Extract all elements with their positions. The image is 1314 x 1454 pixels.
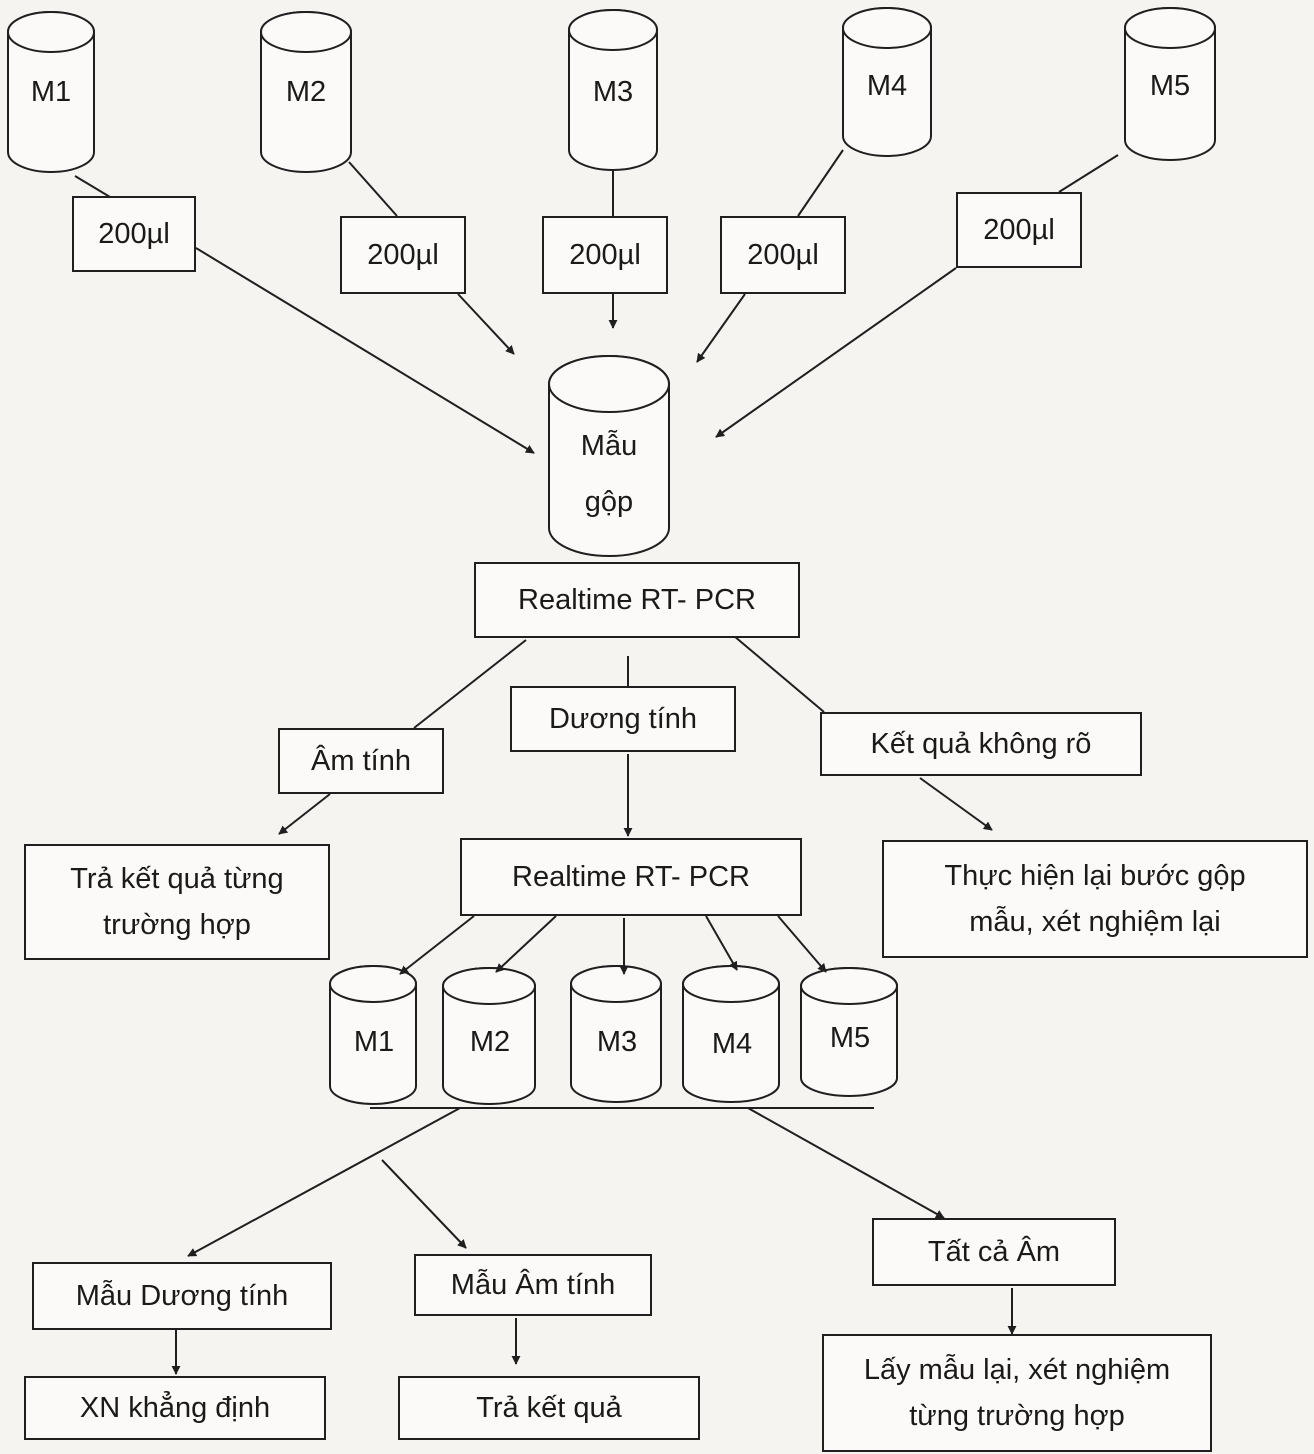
arrow-baseline-allneg [747, 1107, 945, 1219]
individual-label-m3: M3 [596, 1026, 638, 1058]
individual-cylinder-m4 [682, 965, 780, 1103]
individual-cylinder-m5 [800, 967, 898, 1097]
final-return-box: Trả kết quả [398, 1376, 700, 1440]
sample-label-m3: M3 [592, 76, 634, 108]
result-negative-box: Âm tính [278, 728, 444, 794]
individual-cylinder-m2 [442, 967, 536, 1105]
pcr-step-box: Realtime RT- PCR [474, 562, 800, 638]
arrow-pcr2-m2 [495, 915, 557, 973]
arrow-pcr2-m1 [399, 915, 475, 975]
volume-box-m2: 200µl [340, 216, 466, 294]
arrow-baseline-positive [187, 1107, 461, 1257]
arrow-unclear-action [919, 777, 993, 831]
final-confirm-box: XN khẳng định [24, 1376, 326, 1440]
arrow-v1-pooled [195, 247, 535, 454]
pooled-sample-cylinder [548, 355, 670, 557]
individual-label-m4: M4 [711, 1028, 753, 1060]
individual-cylinder-m1 [329, 965, 417, 1105]
pcr-step-2-box: Realtime RT- PCR [460, 838, 802, 916]
connector-pcr-unclear [733, 635, 825, 713]
outcome-all-negative-box: Tất cả Âm [872, 1218, 1116, 1286]
sample-cylinder-m5 [1124, 7, 1216, 161]
volume-box-m3: 200µl [542, 216, 668, 294]
negative-action-box: Trả kết quả từng trường hợp [24, 844, 330, 960]
volume-box-m5: 200µl [956, 192, 1082, 268]
connector-m4-volume [797, 149, 844, 217]
outcome-positive-box: Mẫu Dương tính [32, 1262, 332, 1330]
arrow-negative-action [278, 793, 331, 835]
sample-label-m5: M5 [1149, 70, 1191, 102]
sample-label-m1: M1 [30, 76, 72, 108]
individual-cylinder-m3 [570, 965, 662, 1103]
connector-m1-volume [74, 175, 111, 198]
individual-label-m1: M1 [353, 1026, 395, 1058]
sample-cylinder-m4 [842, 7, 932, 157]
sample-cylinder-m1 [7, 11, 95, 173]
volume-box-m1: 200µl [72, 196, 196, 272]
sample-cylinder-m3 [568, 9, 658, 171]
result-positive-box: Dương tính [510, 686, 736, 752]
sample-label-m2: M2 [285, 76, 327, 108]
pooled-sample-label: Mẫu gộp [580, 430, 638, 518]
sample-cylinder-m2 [260, 11, 352, 173]
arrow-baseline-negative [381, 1159, 467, 1249]
connector-m5-volume [1058, 154, 1119, 193]
individual-label-m5: M5 [829, 1022, 871, 1054]
sample-label-m4: M4 [866, 70, 908, 102]
arrow-v5-pooled [715, 267, 957, 438]
connector-pcr-negative [413, 639, 527, 729]
arrow-pcr2-m5 [777, 915, 827, 973]
individual-label-m2: M2 [469, 1026, 511, 1058]
connector-m2-volume [348, 161, 398, 217]
unclear-action-box: Thực hiện lại bước gộp mẫu, xét nghiệm l… [882, 840, 1308, 958]
arrow-pcr2-m4 [705, 915, 738, 971]
arrow-v4-pooled [696, 293, 746, 363]
final-resample-box: Lấy mẫu lại, xét nghiệm từng trường hợp [822, 1334, 1212, 1452]
arrow-v2-pooled [457, 293, 515, 355]
volume-box-m4: 200µl [720, 216, 846, 294]
result-unclear-box: Kết quả không rõ [820, 712, 1142, 776]
outcome-negative-box: Mẫu Âm tính [414, 1254, 652, 1316]
